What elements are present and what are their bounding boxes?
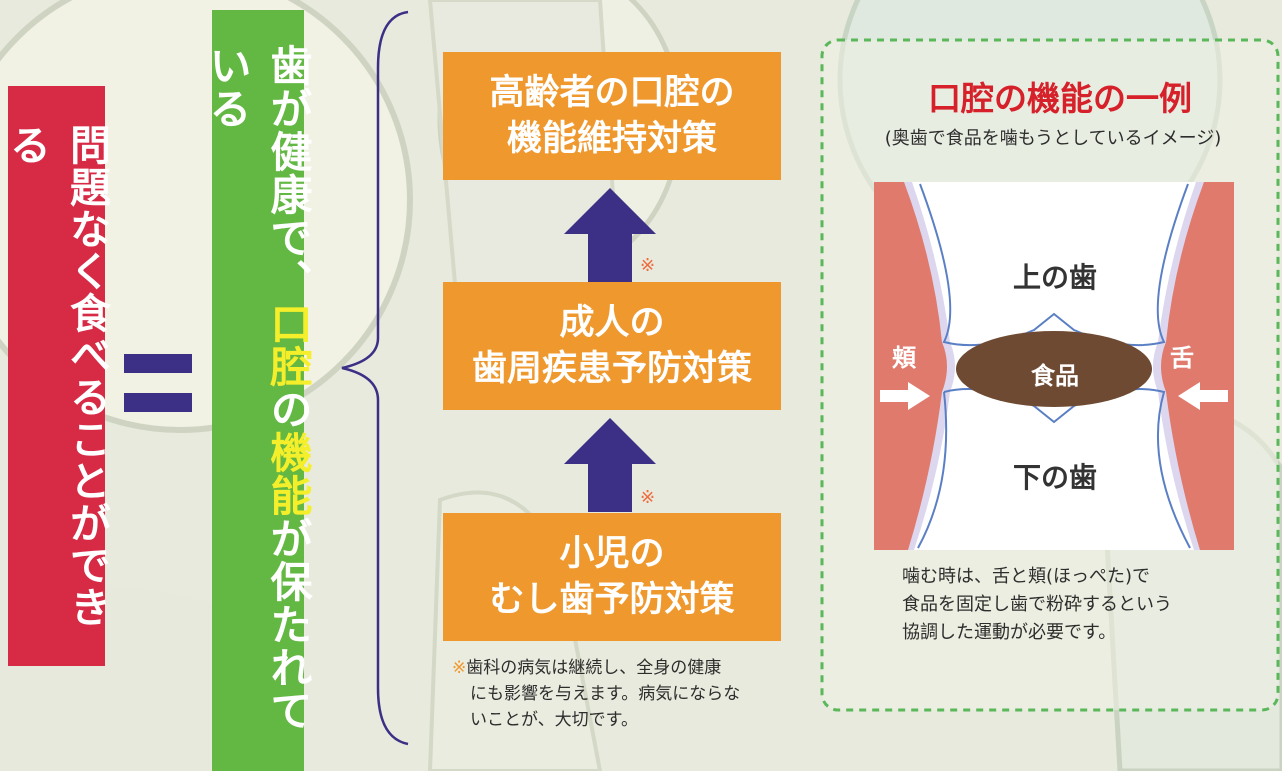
footnote: ※歯科の病気は継続し、全身の健康 にも影響を与えます。病気にならな いことが、大…	[452, 655, 782, 733]
footnote-line2: にも影響を与えます。病気にならな	[470, 684, 741, 704]
caption-line2: 食品を固定し歯で粉砕するという	[902, 594, 1172, 615]
box-adult-line2: 歯周疾患予防対策	[471, 349, 752, 389]
up-arrow-icon	[564, 188, 656, 282]
panel-title: 口腔の機能の一例	[928, 79, 1192, 118]
right-arrow-icon	[880, 382, 930, 410]
box-child-line1: 小児の	[559, 534, 665, 574]
box-adult-line1: 成人の	[559, 303, 665, 343]
box-child-line2: むし歯予防対策	[489, 580, 735, 620]
footnote-line3: いことが、大切です。	[470, 710, 638, 730]
box-elderly-line2: 機能維持対策	[506, 119, 717, 159]
cheek-label: 頬	[892, 344, 916, 372]
left-arrow-icon	[1178, 382, 1228, 410]
equals-bar-bottom	[124, 393, 192, 412]
panel-subtitle: (奥歯で食品を噛もうとしているイメージ)	[884, 128, 1222, 149]
box-adult: 成人の 歯周疾患予防対策	[443, 282, 781, 410]
footnote-mark: ※	[452, 658, 467, 678]
curly-brace	[341, 10, 409, 746]
box-child: 小児の むし歯予防対策	[443, 513, 781, 641]
box-elderly: 高齢者の口腔の 機能維持対策	[443, 52, 781, 180]
food-ellipse	[956, 331, 1152, 407]
caption-line1: 噛む時は、舌と頬(ほっぺた)で	[902, 566, 1151, 587]
middle-statement-text: 歯が健康で、口腔の機能が保たれている	[203, 44, 313, 732]
asterisk-mark: ※	[640, 255, 656, 276]
left-statement-text: 問題なく食べることができる	[2, 124, 111, 628]
asterisk-mark: ※	[640, 487, 656, 508]
upper-teeth-label: 上の歯	[1012, 261, 1097, 294]
left-statement: 問題なく食べることができる	[3, 86, 111, 666]
lower-teeth-label: 下の歯	[1012, 461, 1097, 494]
footnote-line1: 歯科の病気は継続し、全身の健康	[466, 658, 722, 678]
tongue-label: 舌	[1170, 344, 1194, 372]
middle-statement: 歯が健康で、口腔の機能が保たれている	[203, 10, 313, 771]
caption-line3: 協調した運動が必要です。	[902, 622, 1117, 643]
box-elderly-line1: 高齢者の口腔の	[489, 73, 735, 113]
food-label: 食品	[1031, 362, 1079, 390]
up-arrow-icon	[564, 418, 656, 512]
panel-caption: 噛む時は、舌と頬(ほっぺた)で 食品を固定し歯で粉砕するという 協調した運動が必…	[902, 563, 1222, 647]
mouth-diagram	[874, 182, 1234, 550]
equals-bar-top	[124, 354, 192, 373]
